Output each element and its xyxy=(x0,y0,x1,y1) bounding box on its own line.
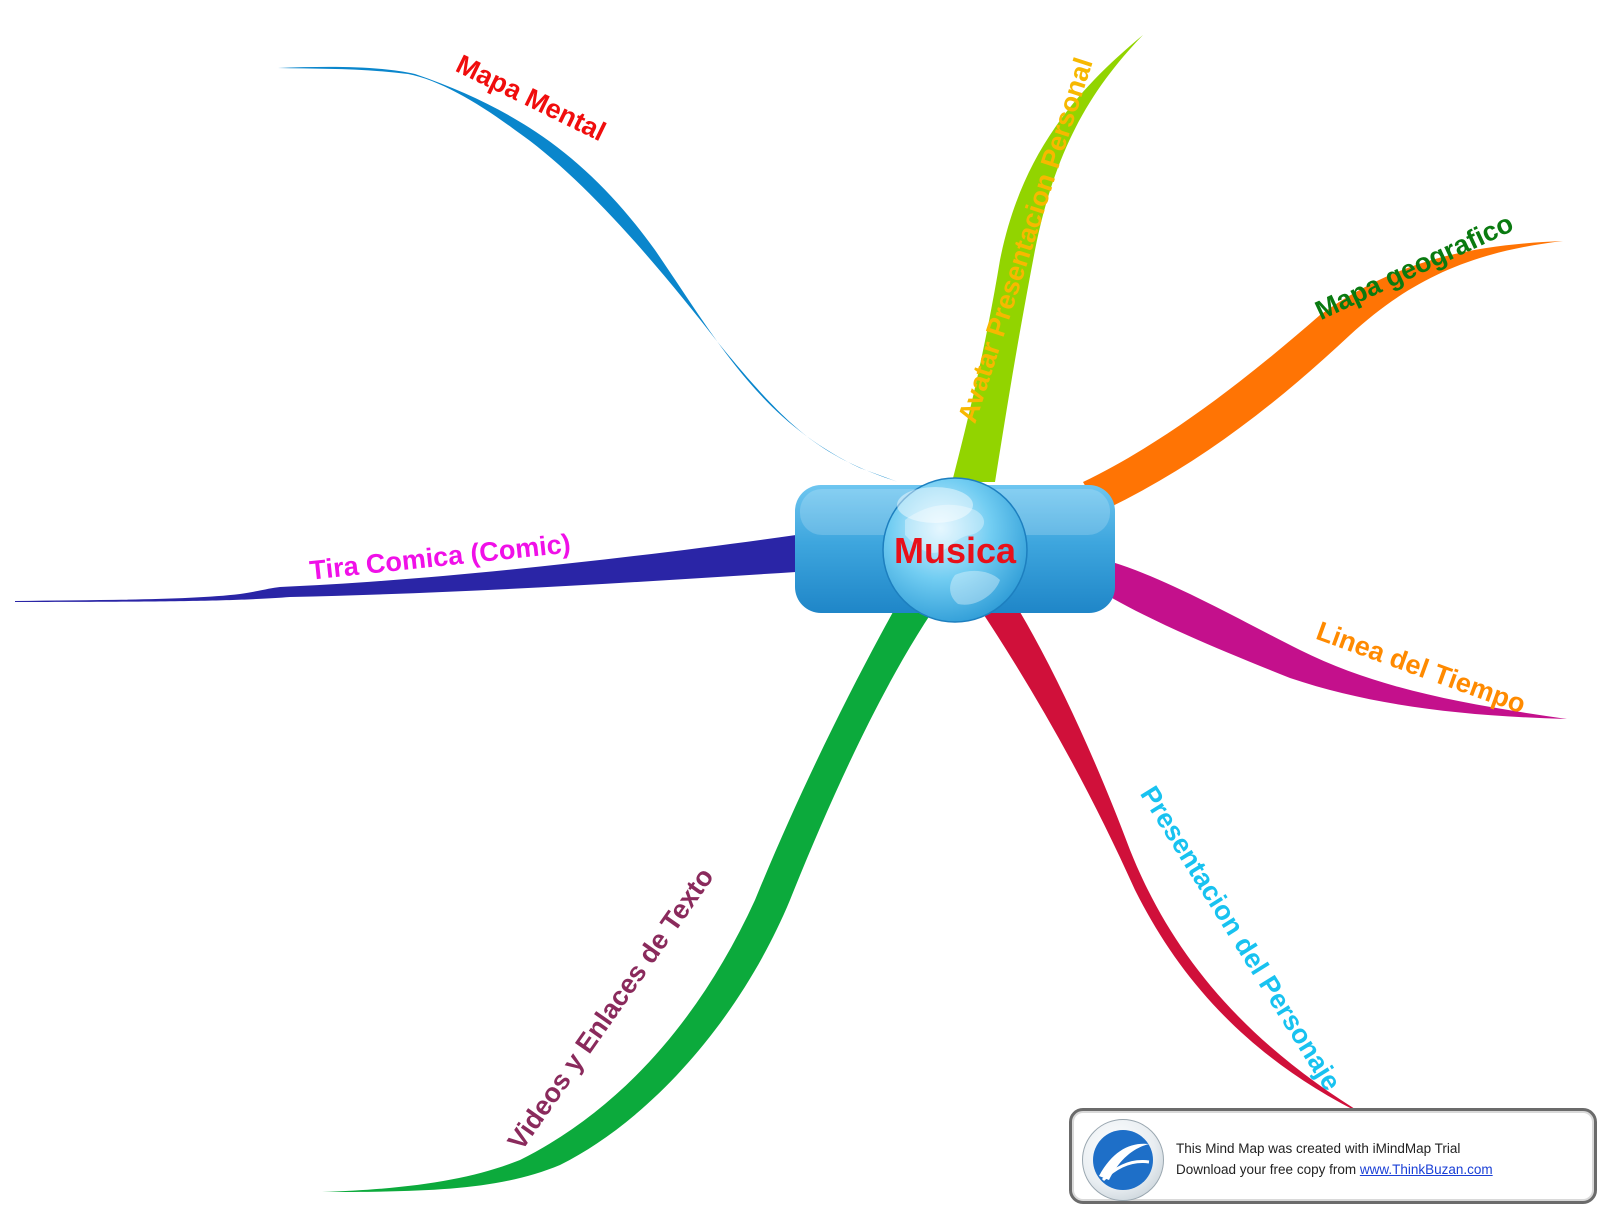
label-avatar[interactable]: Avatar Presentacion Personal xyxy=(952,54,1098,426)
branch-tira-comica[interactable] xyxy=(15,535,796,602)
banner-text-line2: Download your free copy from www.ThinkBu… xyxy=(1176,1162,1493,1177)
central-topic-label: Musica xyxy=(894,530,1017,571)
branch-avatar[interactable] xyxy=(952,35,1143,482)
label-mapa-geografico[interactable]: Mapa geografico xyxy=(1311,208,1518,326)
globe-highlight xyxy=(897,487,973,523)
branch-mapa-geografico[interactable] xyxy=(1083,241,1563,512)
branch-videos[interactable] xyxy=(322,612,932,1192)
banner-download-text: Download your free copy from xyxy=(1176,1162,1360,1177)
branch-linea-tiempo[interactable] xyxy=(1112,562,1567,719)
branch-presentacion-personaje[interactable] xyxy=(982,612,1368,1117)
central-topic[interactable]: Musica xyxy=(795,477,1115,623)
globe-icon xyxy=(882,477,1028,623)
thinkbuzan-link[interactable]: www.ThinkBuzan.com xyxy=(1359,1162,1493,1177)
trial-banner: This Mind Map was created with iMindMap … xyxy=(1069,1108,1597,1204)
imindmap-logo-icon xyxy=(1082,1119,1164,1201)
globe-continent-shape xyxy=(905,504,1000,605)
banner-text-line1: This Mind Map was created with iMindMap … xyxy=(1176,1141,1461,1156)
